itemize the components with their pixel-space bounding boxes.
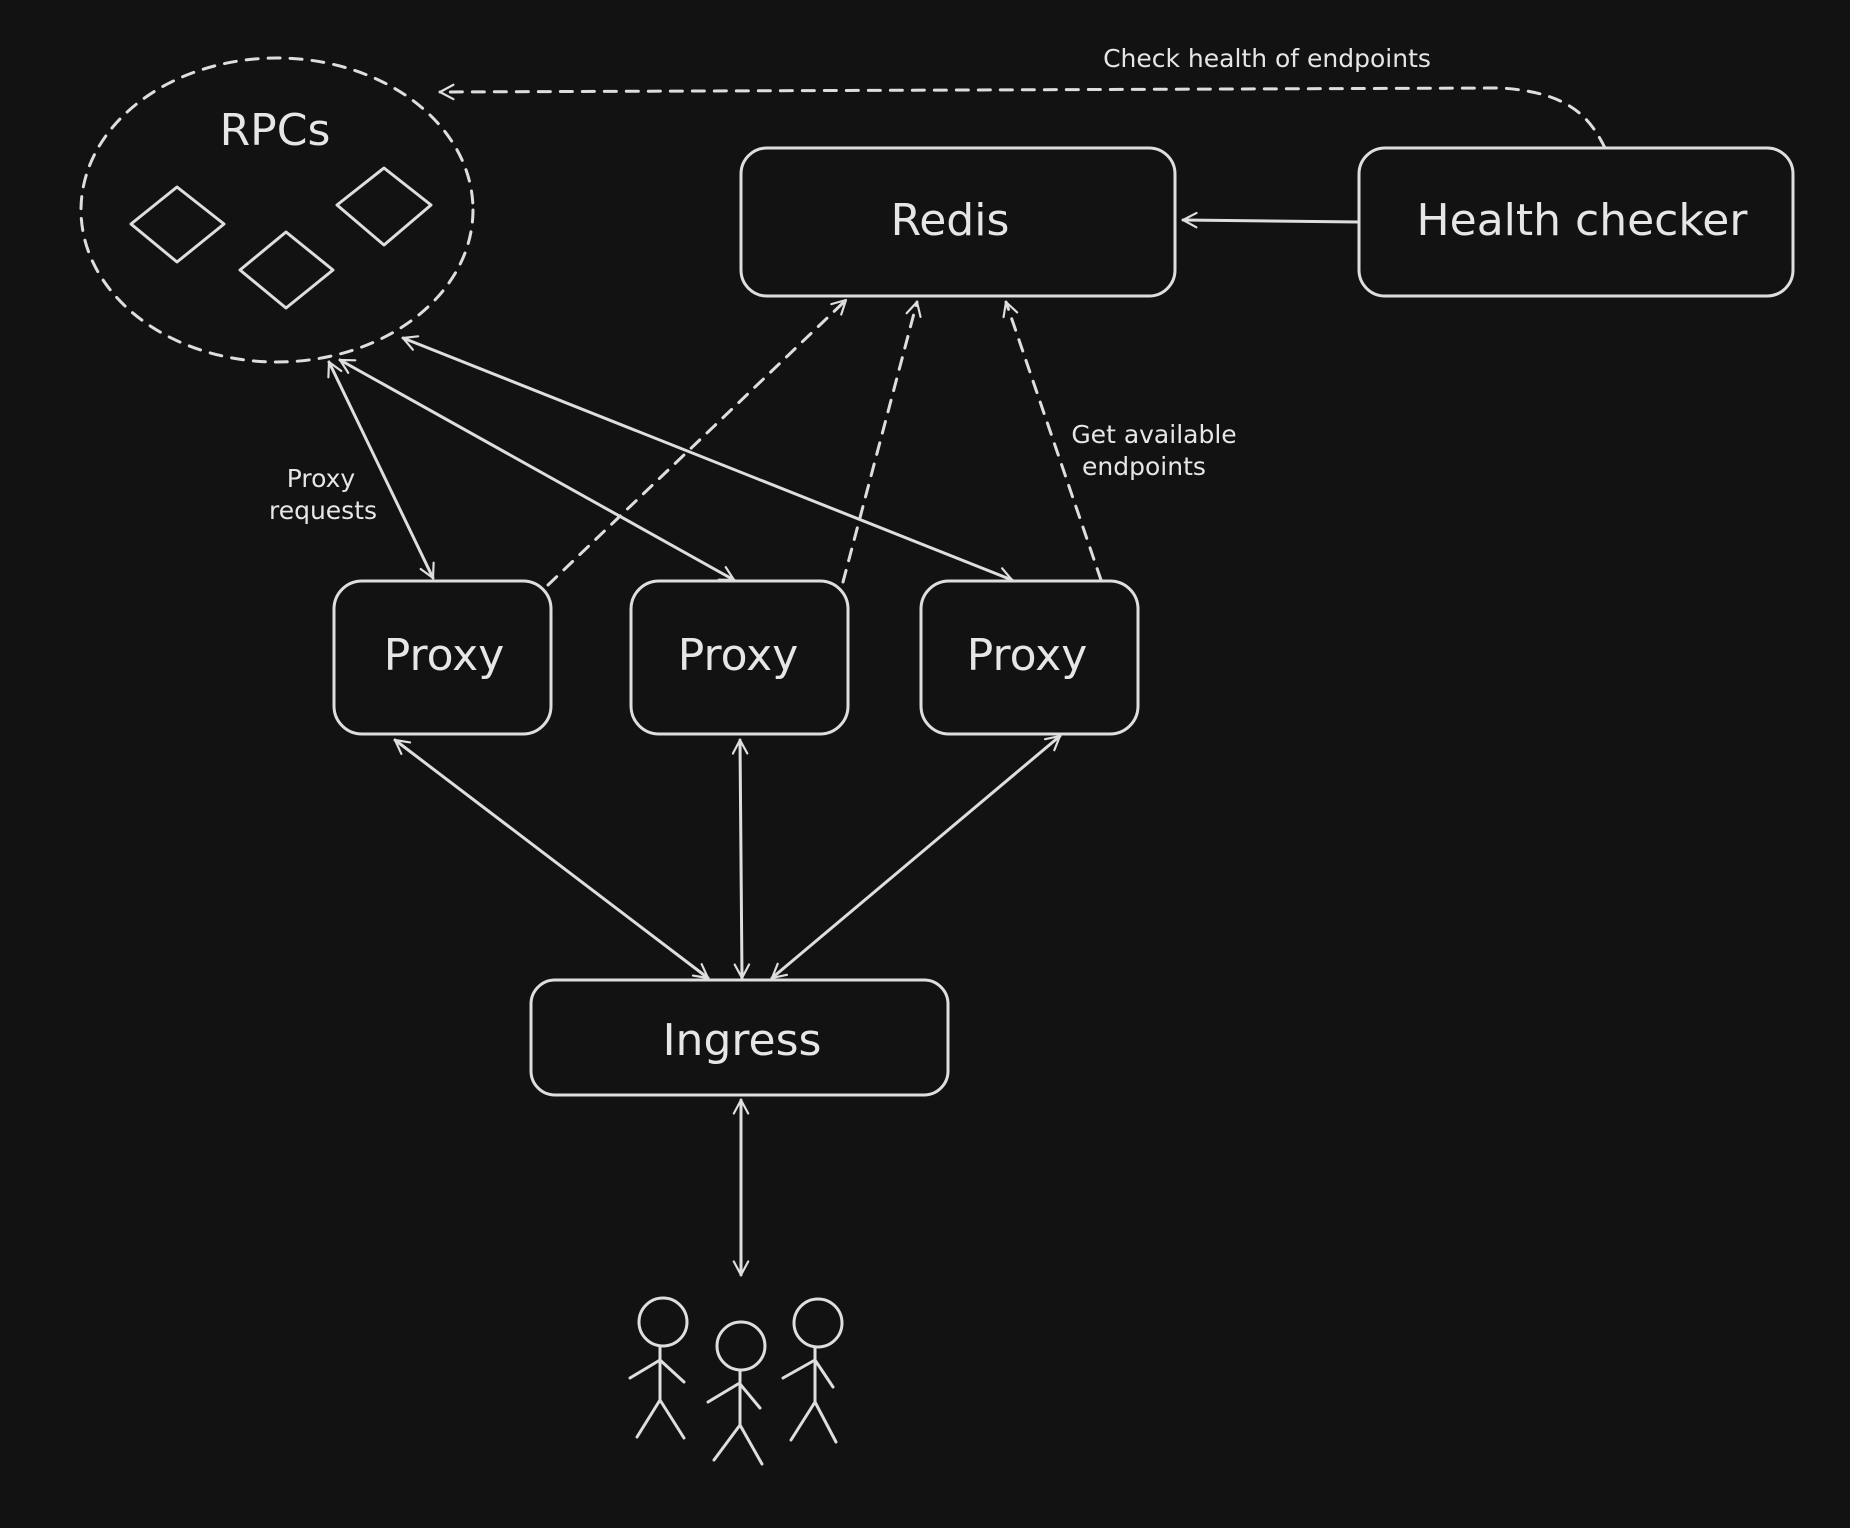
- proxy-label: Proxy: [384, 630, 505, 681]
- rpc-node-icon: [238, 230, 335, 310]
- rpcs-label: RPCs: [220, 105, 331, 156]
- edge-rpcs-proxy-2: [338, 358, 736, 582]
- proxy-box: [919, 579, 1140, 736]
- edge-proxy-1-to-redis: [546, 298, 848, 587]
- proxy-box: [629, 579, 850, 736]
- proxy-requests-label-line-2: requests: [269, 496, 377, 525]
- user-icon: [706, 1320, 767, 1466]
- health-checker-box: [1357, 146, 1795, 298]
- proxy-node-1: Proxy: [332, 579, 553, 736]
- health-checker-node: Health checker: [1357, 146, 1795, 298]
- edges: [327, 83, 1607, 1277]
- edge-health-checker-to-redis: [1181, 211, 1360, 229]
- redis-box: [739, 146, 1177, 298]
- get-endpoints-label-line-1: Get available: [1071, 420, 1236, 449]
- edge-proxy-3-ingress: [770, 734, 1062, 980]
- ingress-node: Ingress: [529, 978, 950, 1097]
- proxy-label: Proxy: [678, 630, 799, 681]
- users-icon: [628, 1296, 844, 1466]
- rpcs-cluster: RPCs: [79, 56, 475, 364]
- ingress-label: Ingress: [663, 1015, 822, 1066]
- edge-proxy-2-to-redis: [841, 300, 922, 584]
- edge-health-checker-to-rpcs: [438, 83, 1607, 150]
- edge-proxy-2-ingress: [731, 738, 751, 980]
- check-health-label: Check health of endpoints: [1103, 44, 1431, 73]
- proxy-node-3: Proxy: [919, 579, 1140, 736]
- rpc-node-icon: [129, 185, 226, 264]
- rpcs-boundary: [79, 56, 475, 364]
- proxy-node-2: Proxy: [629, 579, 850, 736]
- rpc-node-icon: [335, 166, 433, 247]
- proxy-requests-label-line-1: Proxy: [287, 464, 356, 493]
- proxy-box: [332, 579, 553, 736]
- edge-rpcs-proxy-3: [401, 335, 1014, 583]
- ingress-box: [529, 978, 950, 1097]
- edge-proxy-1-ingress: [393, 738, 710, 980]
- user-icon: [781, 1297, 844, 1444]
- edge-proxy-3-to-redis: [1002, 300, 1103, 582]
- get-endpoints-label-line-2: endpoints: [1082, 452, 1206, 481]
- health-checker-label: Health checker: [1417, 195, 1749, 246]
- proxy-label: Proxy: [967, 630, 1088, 681]
- user-icon: [628, 1296, 689, 1440]
- redis-node: Redis: [739, 146, 1177, 298]
- redis-label: Redis: [891, 195, 1010, 246]
